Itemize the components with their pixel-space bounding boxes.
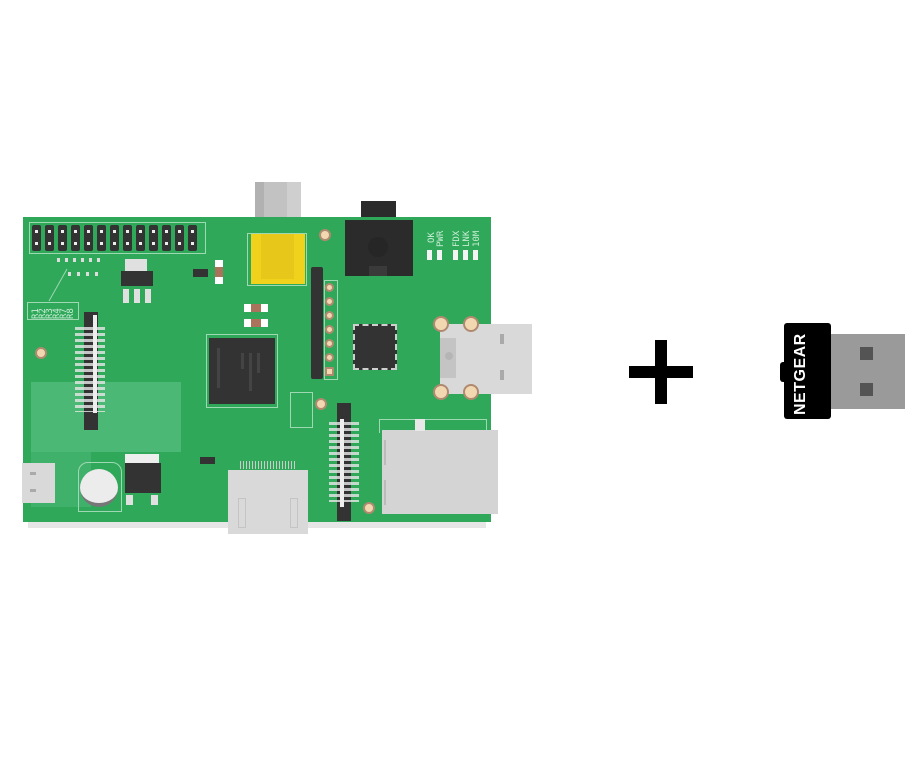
usb-mount-pad <box>433 384 449 400</box>
pad-row-outline <box>324 280 338 380</box>
led-ok <box>427 250 432 260</box>
soc-chip-outline <box>206 334 278 408</box>
usb-mount-pad <box>463 316 479 332</box>
capacitor-outline <box>78 462 122 512</box>
usb-mount-pad <box>433 316 449 332</box>
micro-usb-power <box>22 463 55 503</box>
led-fdx <box>453 250 458 260</box>
label-r8: R8 <box>66 308 76 319</box>
gpio-header <box>29 222 206 254</box>
camera-connector-latch <box>340 419 344 507</box>
hdmi-port <box>228 461 308 534</box>
resistor <box>244 319 268 327</box>
voltage-regulator <box>121 259 153 304</box>
ethernet-tab <box>415 419 425 431</box>
camera-connector-pins <box>329 422 359 502</box>
label-pwr: PWR <box>436 230 446 247</box>
led-10m <box>473 250 478 260</box>
usb-mount-pad <box>463 384 479 400</box>
resistor-labels: R1 R2 R3 R4 R7 R8 <box>31 308 76 329</box>
smd-resistor-row <box>57 258 100 262</box>
soc-chip <box>209 338 275 404</box>
led-lnk <box>463 250 468 260</box>
dongle-notch <box>780 362 786 382</box>
display-connector-pins <box>75 327 105 412</box>
mounting-hole <box>319 229 331 241</box>
resistor-label-box <box>27 302 79 320</box>
pcb-shading <box>31 382 181 452</box>
status-leds <box>427 250 478 260</box>
mounting-hole <box>35 347 47 359</box>
label-fdx: FDX <box>452 230 462 247</box>
ethernet-outline <box>379 419 487 433</box>
plus-icon-bar <box>629 366 693 378</box>
vertical-pin-header <box>311 267 323 379</box>
gpio-pins <box>32 225 197 251</box>
pad-row <box>325 283 334 376</box>
lower-regulator <box>125 454 161 509</box>
netgear-dongle-cap <box>784 323 831 419</box>
vertical-resistor <box>215 260 223 284</box>
usb-port <box>440 324 532 394</box>
transistor <box>193 269 208 277</box>
transistor <box>200 457 215 464</box>
label-10m: 10M <box>472 230 482 247</box>
smd-resistor-row <box>68 272 98 276</box>
led-pwr <box>437 250 442 260</box>
usb-plug <box>831 334 905 409</box>
silkscreen-leader-line <box>48 268 68 302</box>
usb-plug-hole <box>860 383 873 396</box>
component-outline <box>290 392 313 428</box>
mounting-hole <box>363 502 375 514</box>
lan-chip <box>353 324 397 370</box>
netgear-logo-text: NETGEAR <box>792 333 809 415</box>
display-connector-latch <box>93 315 97 413</box>
rca-video-jack <box>251 234 305 284</box>
ethernet-port <box>382 430 498 514</box>
audio-jack <box>345 220 413 276</box>
rca-jack-outline <box>247 233 307 286</box>
resistor <box>244 304 268 312</box>
capacitor <box>80 469 118 507</box>
mounting-hole <box>315 398 327 410</box>
label-lnk: LNK <box>462 230 472 247</box>
usb-plug-hole <box>860 347 873 360</box>
